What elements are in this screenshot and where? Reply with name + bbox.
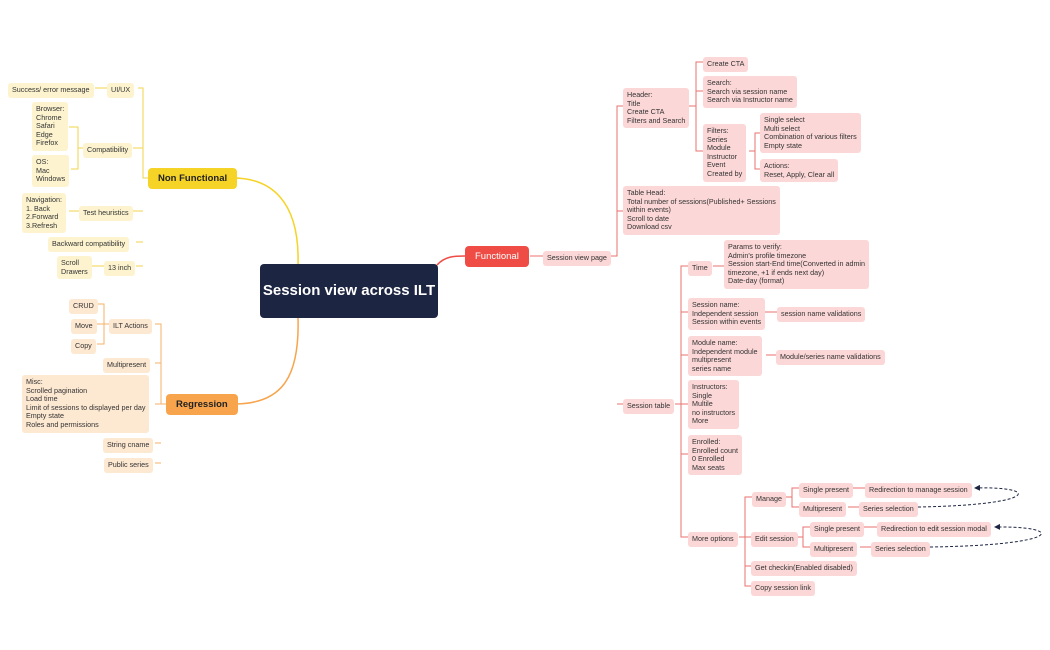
node-session-name[interactable]: Session name: Independent session Sessio… bbox=[688, 298, 766, 330]
node-get-checkin[interactable]: Get checkin(Enabled disabled) bbox=[751, 561, 857, 576]
node-test-heuristics[interactable]: Test heuristics bbox=[79, 206, 133, 221]
node-string-cname[interactable]: String cname bbox=[103, 438, 154, 453]
node-module-name[interactable]: Module name: Independent module multipre… bbox=[688, 336, 762, 377]
node-params[interactable]: Params to verify: Admin's profile timezo… bbox=[724, 240, 870, 289]
node-13-inch[interactable]: 13 inch bbox=[104, 261, 136, 276]
node-move[interactable]: Move bbox=[71, 319, 97, 334]
branch-functional bbox=[436, 255, 466, 266]
node-time[interactable]: Time bbox=[688, 261, 712, 276]
node-session-name-validations[interactable]: session name validations bbox=[777, 307, 866, 322]
node-misc[interactable]: Misc: Scrolled pagination Load time Limi… bbox=[22, 375, 150, 433]
node-enrolled[interactable]: Enrolled: Enrolled count 0 Enrolled Max … bbox=[688, 435, 742, 476]
node-ilt-actions[interactable]: ILT Actions bbox=[109, 319, 152, 334]
node-single-present-edit[interactable]: Single present bbox=[810, 522, 864, 537]
node-edit-session[interactable]: Edit session bbox=[751, 532, 798, 547]
node-compatibility[interactable]: Compatibility bbox=[83, 143, 133, 158]
node-scroll-drawers[interactable]: Scroll Drawers bbox=[57, 256, 92, 280]
node-actions[interactable]: Actions: Reset, Apply, Clear all bbox=[760, 159, 839, 183]
branch-label-functional[interactable]: Functional bbox=[465, 246, 529, 267]
node-multipresent-edit[interactable]: Multipresent bbox=[810, 542, 858, 557]
dashed-arrow-edit bbox=[929, 523, 1042, 548]
node-browser[interactable]: Browser: Chrome Safari Edge Firefox bbox=[32, 102, 69, 151]
node-header[interactable]: Header: Title Create CTA Filters and Sea… bbox=[623, 88, 690, 129]
node-more-options[interactable]: More options bbox=[688, 532, 738, 547]
node-module-validations[interactable]: Module/series name validations bbox=[776, 350, 885, 365]
central-topic[interactable]: Session view across ILT bbox=[260, 264, 438, 318]
node-filters[interactable]: Filters: Series Module Instructor Event … bbox=[703, 124, 747, 182]
node-filter-select[interactable]: Single select Multi select Combination o… bbox=[760, 113, 861, 154]
node-session-table[interactable]: Session table bbox=[623, 399, 675, 414]
node-session-view-page[interactable]: Session view page bbox=[543, 251, 611, 266]
node-copy[interactable]: Copy bbox=[71, 339, 96, 354]
node-manage[interactable]: Manage bbox=[752, 492, 786, 507]
branch-non-functional bbox=[232, 177, 299, 266]
node-redirect-manage[interactable]: Redirection to manage session bbox=[865, 483, 972, 498]
node-create-cta[interactable]: Create CTA bbox=[703, 57, 749, 72]
node-public-series[interactable]: Public series bbox=[104, 458, 153, 473]
node-navigation[interactable]: Navigation: 1. Back 2.Forward 3.Refresh bbox=[22, 193, 66, 234]
node-backward-compatibility[interactable]: Backward compatibility bbox=[48, 237, 130, 252]
branch-label-regression[interactable]: Regression bbox=[166, 394, 238, 415]
node-search[interactable]: Search: Search via session name Search v… bbox=[703, 76, 797, 108]
node-ui-ux[interactable]: UI/UX bbox=[107, 83, 135, 98]
node-series-selection-edit[interactable]: Series selection bbox=[871, 542, 930, 557]
node-copy-session-link[interactable]: Copy session link bbox=[751, 581, 815, 596]
node-success-error[interactable]: Success/ error message bbox=[8, 83, 94, 98]
node-multipresent[interactable]: Multipresent bbox=[103, 358, 151, 373]
node-crud[interactable]: CRUD bbox=[69, 299, 98, 314]
node-table-head[interactable]: Table Head: Total number of sessions(Pub… bbox=[623, 186, 780, 235]
node-single-present-manage[interactable]: Single present bbox=[799, 483, 853, 498]
node-multipresent-manage[interactable]: Multipresent bbox=[799, 502, 847, 517]
node-series-selection-manage[interactable]: Series selection bbox=[859, 502, 918, 517]
node-os[interactable]: OS: Mac Windows bbox=[32, 155, 70, 187]
branch-label-non-functional[interactable]: Non Functional bbox=[148, 168, 238, 189]
branch-regression bbox=[233, 316, 299, 405]
node-instructors[interactable]: Instructors: Single Multile no instructo… bbox=[688, 380, 740, 429]
dashed-arrow-manage bbox=[917, 484, 1019, 508]
node-redirect-edit[interactable]: Redirection to edit session modal bbox=[877, 522, 991, 537]
